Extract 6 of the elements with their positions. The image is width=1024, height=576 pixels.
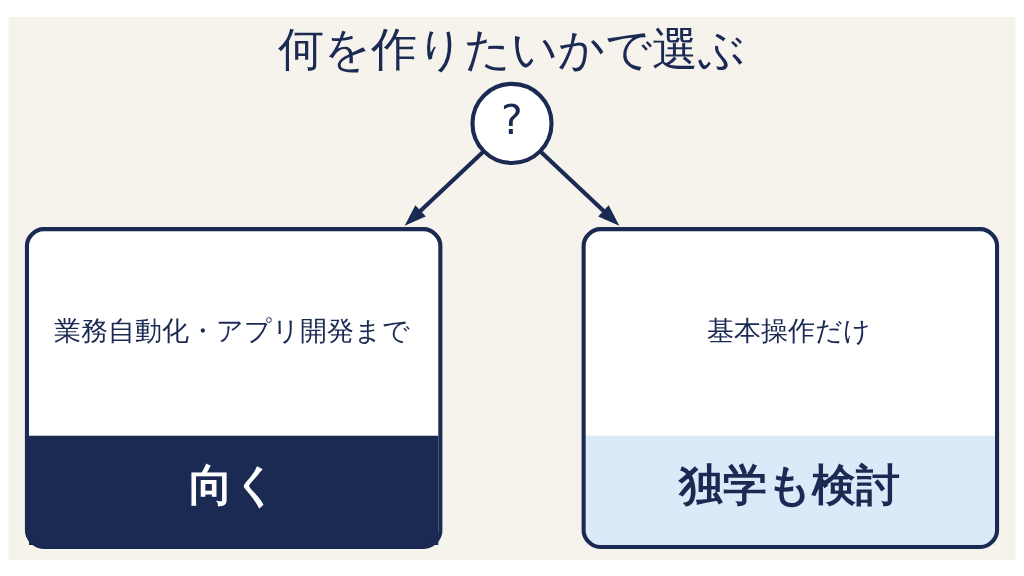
node-circle: ?	[470, 81, 554, 165]
arrow	[538, 149, 620, 226]
node-box: 業務自動化・アプリ開発まで 向く	[24, 226, 443, 549]
node-box: 基本操作だけ 独学も検討	[581, 226, 1000, 549]
arrow	[404, 149, 486, 226]
diagram-title: 何を作りたいかで選ぶ	[278, 21, 746, 76]
